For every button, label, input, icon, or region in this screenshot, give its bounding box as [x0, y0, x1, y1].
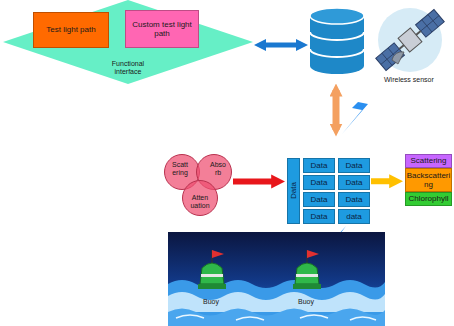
- device-label: Wireless sensor: [384, 76, 434, 83]
- node-text: Data: [346, 195, 363, 204]
- flow-arrow: [233, 179, 274, 185]
- data-tile: Data: [338, 158, 370, 173]
- sea-illustration: [168, 232, 385, 326]
- venn-circle: Attenuation: [182, 180, 218, 216]
- node-text: Data: [311, 195, 328, 204]
- buoy-icon: [293, 250, 321, 289]
- lightning-bolt: [342, 86, 374, 134]
- node-text: Scattering: [410, 156, 446, 165]
- node-text: Data: [311, 212, 328, 221]
- node-text: Data: [346, 178, 363, 187]
- data-tile: Data: [303, 175, 335, 190]
- result-band: Scattering: [405, 154, 452, 168]
- data-tile: Data: [338, 192, 370, 207]
- node-text: Attenuation: [190, 194, 210, 210]
- double-arrow: [260, 43, 302, 48]
- data-tile: data: [338, 209, 370, 224]
- node-text: Data: [311, 178, 328, 187]
- node-text: data: [346, 212, 362, 221]
- interface-diamond: Functional interface Test light path Custo…: [3, 0, 253, 84]
- node-text: Data: [311, 161, 328, 170]
- result-band: Chlorophyll: [405, 192, 452, 206]
- flow-arrow: [371, 178, 392, 184]
- node-text: Data: [289, 183, 298, 200]
- result-band: Backscattering: [405, 168, 452, 192]
- data-tile: Data: [287, 158, 300, 224]
- data-tile: Data: [303, 209, 335, 224]
- satellite-icon: [375, 8, 445, 72]
- process-box: Test light path: [33, 12, 109, 48]
- node-text: Functional interface: [103, 60, 153, 76]
- buoy-label: Buoy: [298, 298, 314, 305]
- node-text: Chlorophyll: [408, 194, 448, 203]
- buoy-label: Buoy: [203, 298, 219, 305]
- process-box: Custom test light path: [125, 10, 199, 48]
- node-text: Absorb: [210, 161, 226, 177]
- data-tile: Data: [338, 175, 370, 190]
- data-tile: Data: [303, 158, 335, 173]
- data-tile: Data: [303, 192, 335, 207]
- node-text: Scattering: [171, 161, 189, 177]
- database-icon: [310, 8, 364, 74]
- buoy-icon: [198, 250, 226, 289]
- double-arrow: [333, 90, 340, 130]
- node-text: Custom test light path: [126, 20, 198, 38]
- node-text: Data: [346, 161, 363, 170]
- node-text: Backscattering: [406, 171, 451, 189]
- node-text: Test light path: [46, 25, 95, 34]
